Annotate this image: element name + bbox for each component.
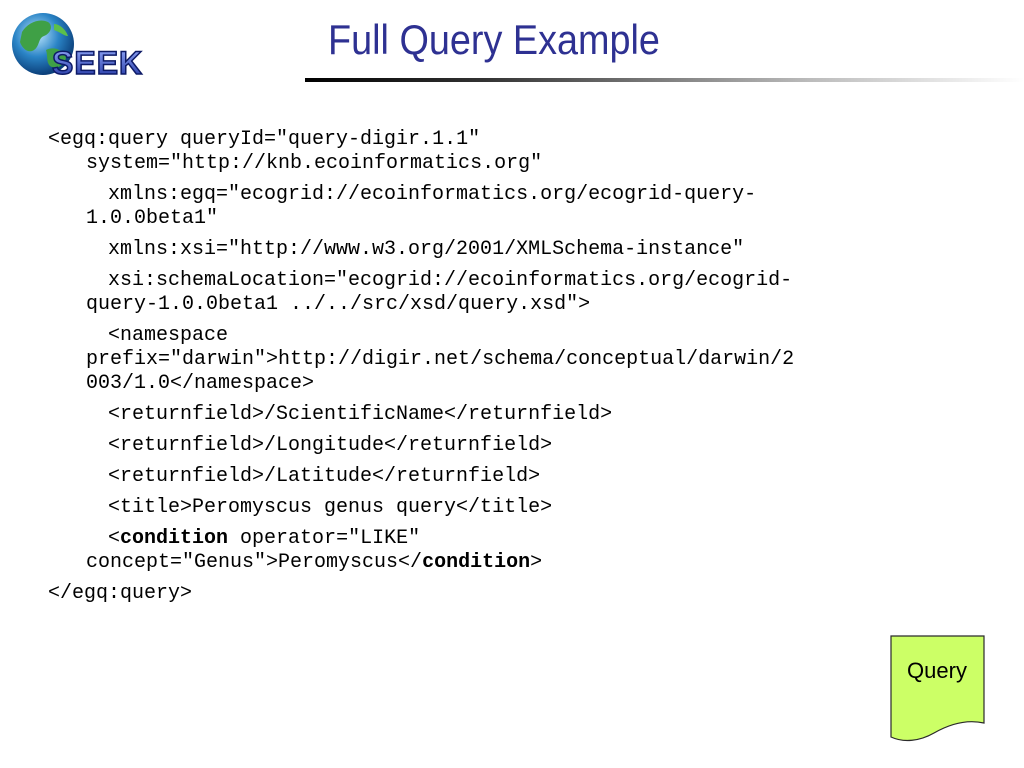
query-label: Query: [907, 658, 967, 683]
query-document-shape: [890, 635, 985, 742]
code-line: system="http://knb.ecoinformatics.org": [86, 152, 543, 175]
code-line: <returnfield>/ScientificName</returnfiel…: [108, 403, 613, 426]
code-line: <title>Peromyscus genus query</title>: [108, 496, 553, 519]
condition-keyword: condition: [120, 527, 229, 550]
code-line: concept="Genus">Peromyscus</condition>: [48, 551, 993, 575]
title-underline: [305, 78, 1024, 82]
code-line: xsi:schemaLocation="ecogrid://ecoinforma…: [108, 269, 793, 292]
condition-keyword: condition: [422, 551, 531, 574]
code-text: >: [530, 551, 543, 574]
code-line: query-1.0.0beta1 ../../src/xsd/query.xsd…: [86, 293, 591, 316]
code-line: <returnfield>/Latitude</returnfield>: [108, 465, 541, 488]
code-line: xmlns:egq="ecogrid://ecoinformatics.org/…: [108, 183, 757, 206]
code-line: 003/1.0</namespace>: [86, 372, 315, 395]
code-line: prefix="darwin">http://digir.net/schema/…: [86, 348, 795, 371]
slide-title: Full Query Example: [328, 16, 660, 63]
code-text: concept="Genus">Peromyscus</: [86, 551, 423, 574]
code-line: <returnfield>/Longitude</returnfield>: [108, 434, 553, 457]
code-line: xmlns:xsi="http://www.w3.org/2001/XMLSch…: [108, 238, 745, 261]
code-line: 1.0.0beta1": [86, 207, 219, 230]
code-line: </egq:query>: [48, 582, 193, 605]
seek-logo: SEEK: [12, 13, 143, 82]
xml-code-block: <egq:query queryId="query-digir.1.1" sys…: [48, 128, 993, 606]
code-line: <egq:query queryId="query-digir.1.1": [48, 128, 481, 151]
code-line: <namespace: [108, 324, 229, 347]
code-line: <condition operator="LIKE": [48, 527, 993, 551]
code-text: operator="LIKE": [228, 527, 421, 550]
code-text: <: [108, 527, 121, 550]
seek-logo-text: SEEK: [52, 45, 143, 81]
